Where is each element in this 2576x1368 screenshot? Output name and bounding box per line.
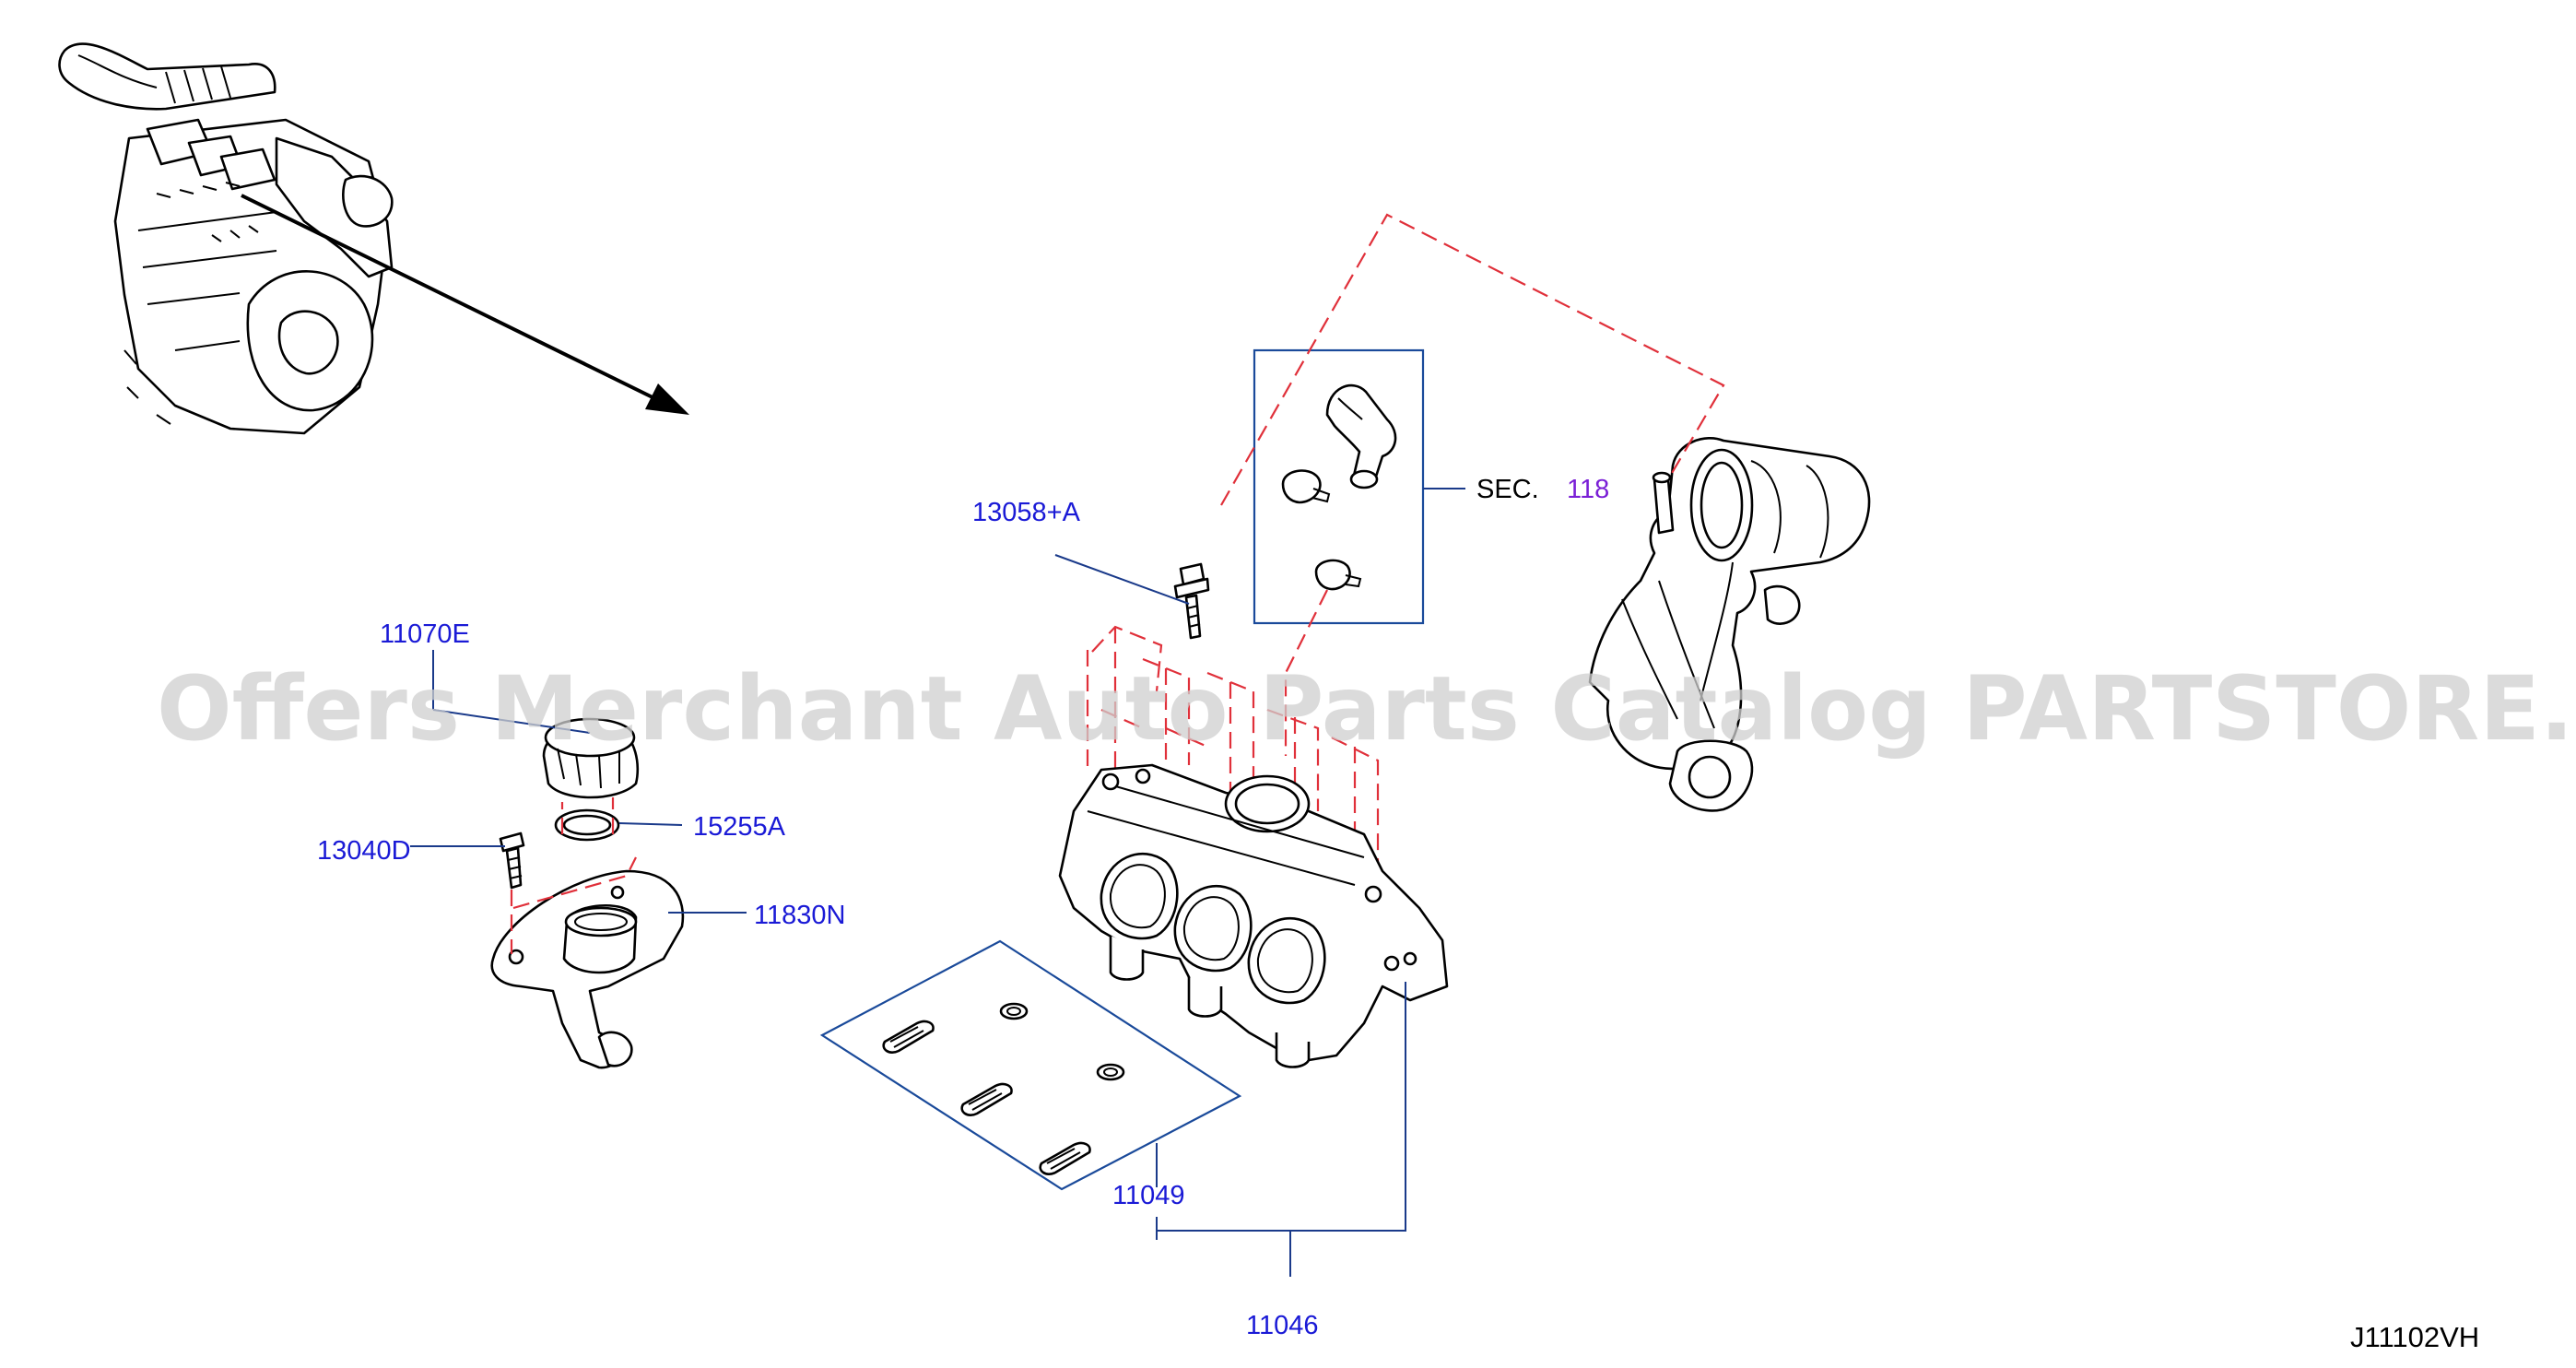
label-sec-118-link[interactable]: 118	[1567, 475, 1609, 504]
label-11830[interactable]: 11830N	[754, 901, 845, 930]
location-pointer-arrow	[241, 194, 689, 415]
screw-13040	[499, 831, 525, 890]
label-13040[interactable]: 13040D	[317, 836, 411, 866]
label-sec-prefix: SEC.	[1476, 475, 1539, 504]
o-ring-15255	[554, 808, 620, 842]
bolt-13058	[1173, 562, 1210, 640]
oil-filler-cap-11070	[542, 717, 640, 799]
intake-manifold-11046	[1058, 763, 1449, 1068]
label-11070[interactable]: 11070E	[380, 619, 470, 649]
watermark-text: Offers Merchant Auto Parts Catalog PARTS…	[157, 657, 2576, 761]
gasket-kit-11049	[819, 939, 1242, 1191]
filler-guide-lines	[510, 797, 637, 954]
leader-13058	[1054, 554, 1190, 605]
label-11049[interactable]: 11049	[1112, 1181, 1185, 1210]
guide-line-sec118	[1220, 213, 1725, 506]
label-15255[interactable]: 15255A	[693, 812, 786, 842]
engine-overview-illustration	[58, 42, 394, 435]
throttle-body-illustration	[1588, 437, 1871, 812]
label-11046[interactable]: 11046	[1246, 1311, 1319, 1340]
leader-15255	[618, 822, 683, 826]
sec-118-hose-group	[1253, 348, 1465, 625]
label-13058[interactable]: 13058+A	[972, 498, 1081, 527]
leader-11046	[1156, 982, 1406, 1277]
guide-line-clamp	[1284, 589, 1328, 756]
leader-11070	[432, 709, 591, 734]
oil-filler-tube-11830	[490, 869, 685, 1069]
bolt-guide-lines	[1086, 625, 1380, 885]
diagram-code: J11102VH	[2350, 1321, 2479, 1353]
